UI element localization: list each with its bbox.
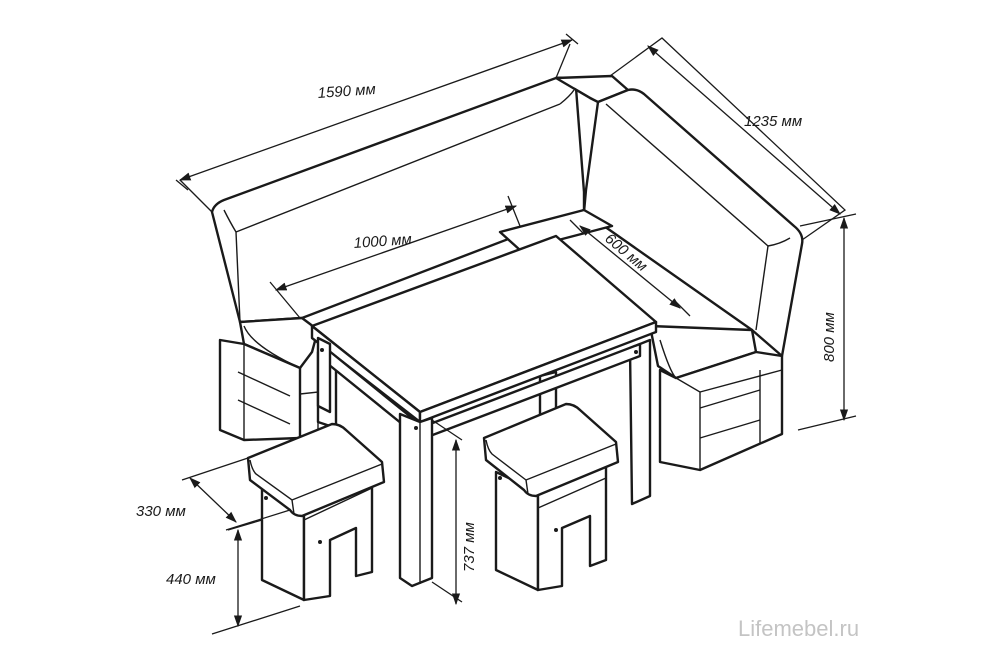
dim-sofa-height: 800 мм bbox=[821, 312, 838, 362]
stool-right bbox=[482, 402, 620, 592]
dim-table-length: 1000 мм bbox=[353, 231, 412, 252]
table-back-leg-right bbox=[628, 338, 652, 506]
dim-sofa-length: 1590 мм bbox=[317, 81, 376, 102]
dim-table-height: 737 мм bbox=[461, 522, 478, 572]
sofa-short-base bbox=[658, 350, 784, 472]
table-front-leg bbox=[398, 412, 434, 588]
sofa-short-backrest bbox=[582, 88, 804, 358]
stool-left bbox=[246, 422, 386, 602]
dim-sofa-depth: 1235 мм bbox=[744, 113, 802, 130]
watermark-logo-text: Lifemebel.ru bbox=[738, 616, 859, 641]
dining-table bbox=[310, 234, 658, 588]
dimension-lines bbox=[175, 33, 857, 635]
dim-stool-height: 440 мм bbox=[166, 571, 216, 588]
dim-stool-width: 330 мм bbox=[136, 503, 186, 520]
table-left-leg bbox=[316, 336, 332, 414]
